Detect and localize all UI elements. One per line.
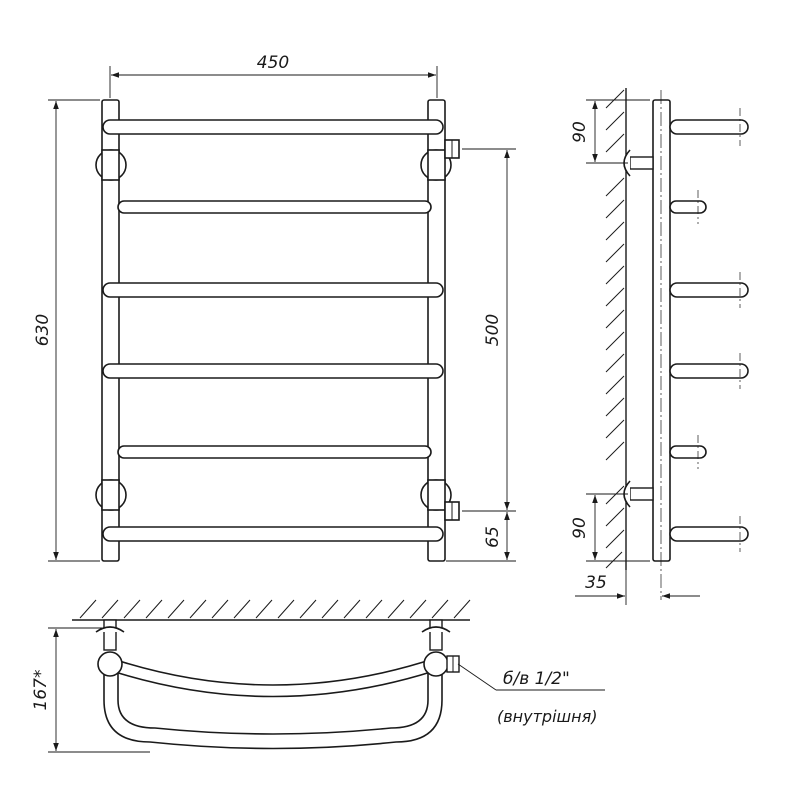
side-rung-3 (669, 282, 749, 298)
side-bracket-bottom (629, 487, 654, 501)
side-rung-2 (669, 200, 707, 214)
top-view: б/в 1/2" (внутрішня) 167* (31, 599, 605, 753)
depth-dimension: 167* (31, 670, 51, 711)
bottom-offset-dimension: 65 (483, 526, 503, 548)
side-bottom-offset-dimension: 90 (570, 517, 590, 539)
top-post-left (97, 651, 123, 677)
top-wall-hatching (79, 599, 471, 619)
side-rung-4 (669, 363, 749, 379)
side-rung-1 (669, 119, 749, 135)
rung-3 (102, 282, 444, 298)
side-bracket-top (629, 156, 654, 170)
width-dimension: 450 (257, 53, 289, 73)
top-post-right (423, 651, 449, 677)
rung-6 (102, 526, 444, 542)
side-view: 90 90 35 (570, 88, 749, 605)
height-dimension: 630 (33, 314, 53, 346)
connection-label: б/в 1/2" (503, 669, 570, 689)
rung-5 (117, 445, 432, 459)
top-curved-tube (103, 664, 443, 750)
top-bracket-right (429, 619, 443, 651)
side-rung-5 (669, 445, 707, 459)
side-wall-distance-dimension: 35 (585, 573, 607, 593)
side-post (652, 99, 671, 562)
rung-1 (102, 119, 444, 135)
center-distance-dimension: 500 (483, 314, 503, 346)
left-post (101, 99, 120, 562)
rung-4 (102, 363, 444, 379)
top-bracket-left (103, 619, 117, 651)
wall-hatching (605, 89, 625, 569)
rung-2 (117, 200, 432, 214)
front-view: 450 630 500 65 (33, 53, 516, 562)
side-rung-6 (669, 526, 749, 542)
connection-note: (внутрішня) (497, 707, 598, 726)
side-top-offset-dimension: 90 (570, 121, 590, 143)
top-front-rung (109, 657, 437, 686)
right-post (427, 99, 446, 562)
